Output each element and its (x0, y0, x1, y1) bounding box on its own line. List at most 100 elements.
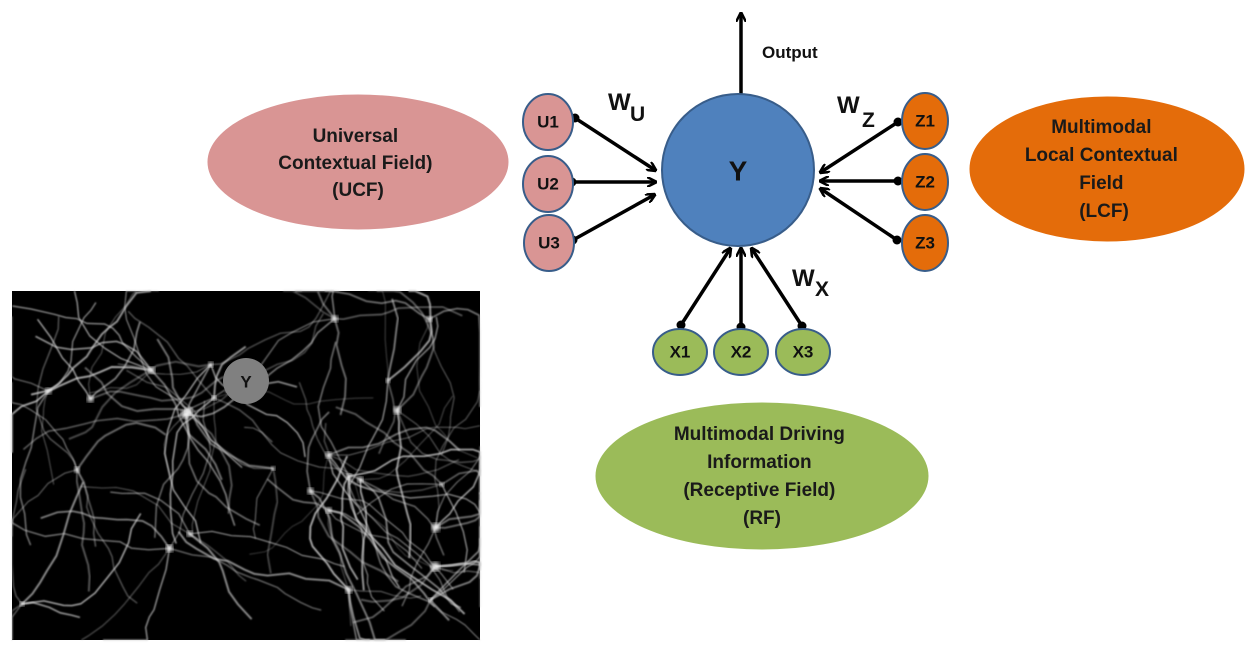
u-node-2: U2 (522, 155, 574, 213)
neuron-network-photo: Y (11, 290, 481, 641)
neurite-fiber (387, 298, 399, 381)
neurite-fiber (41, 390, 55, 485)
neurite-fiber (35, 335, 153, 371)
z-node-2: Z2 (901, 153, 949, 211)
neurite-fiber (163, 413, 187, 481)
neurite-fiber (401, 527, 437, 607)
neurite-fiber (36, 318, 91, 400)
neurite-fiber (11, 603, 23, 640)
neuron-soma (426, 316, 433, 322)
neuron-soma (186, 531, 193, 537)
neurite-fiber (430, 599, 481, 641)
neurite-fiber (19, 390, 49, 546)
neurite-fiber (40, 510, 171, 549)
neurite-fiber (348, 589, 422, 599)
neurite-fiber (84, 366, 189, 413)
pin-z3 (892, 235, 902, 245)
neurite-fiber (22, 413, 186, 450)
svg-text:X3: X3 (793, 343, 814, 362)
svg-text:Z1: Z1 (915, 112, 935, 131)
neurite-fiber (266, 468, 279, 574)
svg-text:U: U (630, 103, 645, 126)
neurite-fiber (335, 406, 443, 486)
svg-text:X: X (815, 278, 829, 301)
neurite-fiber (213, 397, 273, 443)
neurite-fiber (396, 410, 481, 464)
neurite-fiber (252, 468, 274, 539)
neuron-soma (439, 482, 445, 487)
neurite-fiber (80, 486, 190, 535)
neurite-fiber (76, 421, 167, 471)
neurite-fiber (75, 469, 91, 592)
pin-z2 (893, 176, 903, 186)
neurite-fiber (81, 548, 170, 641)
neuron-soma (211, 395, 217, 401)
neuron-soma (393, 406, 401, 414)
neurite-fiber (323, 423, 443, 494)
neurite-fiber (328, 454, 460, 477)
neurite-fiber (360, 565, 436, 603)
neuron-soma (331, 315, 338, 322)
neurite-fiber (360, 395, 454, 480)
neuron-soma (345, 586, 353, 594)
svg-text:W: W (837, 92, 860, 119)
neurite-fiber (434, 390, 481, 528)
neuron-soma (74, 467, 80, 473)
neurite-fiber (76, 469, 97, 547)
neurite-fiber (189, 533, 253, 620)
neurite-fiber (376, 290, 435, 411)
weight-label-wx: W X (792, 265, 829, 301)
u-node-1: U1 (522, 93, 574, 151)
neurite-fiber (213, 345, 247, 399)
neurite-fiber (189, 530, 345, 567)
svg-text:U3: U3 (538, 234, 560, 253)
neuron-soma (87, 395, 94, 403)
neurite-fiber (11, 316, 49, 392)
neurite-fiber (11, 469, 78, 537)
neuron-soma (19, 601, 25, 607)
neurite-fiber (441, 469, 481, 495)
z-node-3: Z3 (901, 214, 949, 272)
ucf-field-ellipse (207, 94, 509, 230)
neurite-fiber (328, 509, 436, 608)
neuron-soma (181, 409, 191, 419)
neurite-fiber (189, 533, 247, 582)
svg-text:W: W (608, 89, 631, 116)
neuron-soma (307, 487, 314, 495)
neurite-fiber (103, 548, 171, 641)
neuron-soma (385, 378, 391, 383)
neurite-fiber (317, 341, 350, 477)
neurite-fiber (185, 313, 324, 415)
neurite-fiber (124, 290, 190, 412)
neurite-fiber (68, 360, 211, 440)
x-node-3: X3 (775, 328, 831, 376)
neurite-fiber (210, 290, 340, 366)
neurite-fiber (310, 490, 454, 590)
neurite-fiber (356, 483, 442, 515)
neurite-fiber (244, 426, 361, 480)
neurite-fiber (441, 484, 468, 573)
neuron-soma (208, 361, 214, 368)
neurite-fiber (88, 290, 159, 399)
edge-z1-y (821, 120, 899, 172)
neurite-fiber (210, 364, 306, 458)
neurite-fiber (21, 601, 81, 619)
neurite-fiber (395, 410, 412, 559)
neurite-fiber (328, 509, 423, 569)
neuron-soma (431, 523, 440, 532)
z-node-1: Z1 (901, 92, 949, 150)
neurite-fiber (89, 321, 141, 400)
svg-text:Z3: Z3 (915, 234, 935, 253)
y-neuron-node (661, 93, 815, 247)
svg-text:Z: Z (862, 109, 875, 132)
photo-y-marker (223, 358, 269, 404)
neurite-fiber (348, 476, 461, 613)
svg-text:U2: U2 (537, 175, 559, 194)
neuron-soma (45, 387, 52, 395)
ucf-field-label: Universal Contextual Field) (UCF) (278, 126, 437, 201)
svg-text:W: W (792, 265, 815, 292)
neurite-fiber (156, 338, 274, 470)
neurite-fiber (306, 411, 330, 492)
neurite-fiber (430, 538, 481, 601)
neurite-fiber (11, 469, 27, 605)
